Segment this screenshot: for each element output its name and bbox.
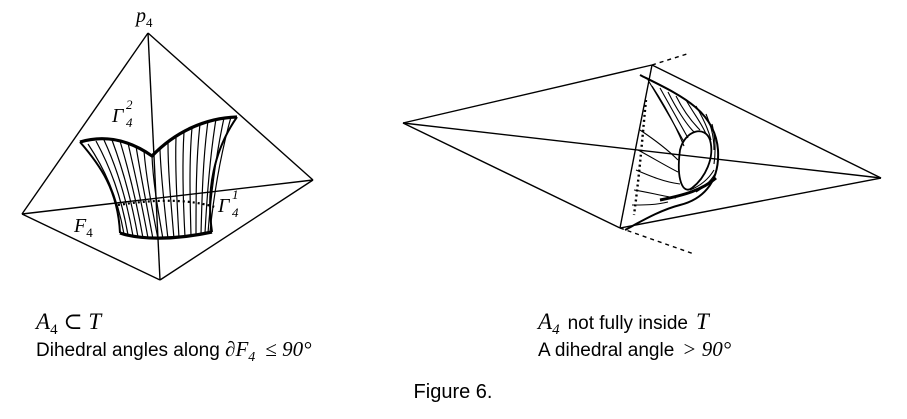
face-label-F4: F4 [73, 215, 93, 240]
surface-left-side [79, 141, 121, 234]
gamma-4-2-symbol: Γ [111, 105, 125, 127]
vertex-label-p4: p4 [134, 5, 153, 30]
right-caption-line-2: A dihedral angle> 90° [538, 337, 732, 361]
gamma-4-1-sub: 4 [232, 205, 239, 220]
surface-right-side [209, 116, 238, 233]
boundary-dotted-right [632, 99, 648, 216]
right-tetrahedron [402, 52, 882, 255]
boundary-gamma-4-2 [79, 115, 238, 159]
tetra-edge [402, 122, 621, 229]
gamma-4-2-sub: 4 [126, 115, 133, 130]
boundary-bottom [119, 230, 213, 240]
right-surface-A4 [624, 74, 720, 231]
boundary-bottom-right [659, 176, 717, 202]
label-gamma-4-1: Γ 1 4 [217, 187, 239, 220]
tetra-edge-back [21, 179, 314, 215]
tetra-edge [21, 32, 149, 215]
figure-caption: Figure 6. [414, 381, 493, 403]
tetra-edge [651, 64, 882, 179]
label-gamma-4-2: Γ 2 4 [111, 97, 133, 130]
tetra-edge-front [147, 32, 161, 281]
gamma-4-1-symbol: Γ [217, 195, 231, 217]
surface-inner-ring [678, 130, 713, 191]
left-tetrahedron [21, 32, 314, 281]
tetra-edge-front [619, 64, 653, 229]
tetra-edge [147, 32, 314, 181]
surface-rulings [87, 116, 232, 240]
tetra-edge [159, 179, 314, 281]
left-caption-text: Dihedral angles along ∂F4≤ 90° [36, 337, 312, 365]
edge-extension-dashed [651, 52, 691, 66]
left-caption-math: A4 ⊂ T [34, 309, 103, 338]
right-surface-rulings [631, 79, 717, 206]
tetra-edge [619, 177, 882, 229]
tetra-edge [402, 64, 653, 124]
left-surface-A4 [79, 115, 238, 240]
gamma-4-1-sup: 1 [232, 187, 239, 202]
tetra-edge [21, 213, 161, 281]
edge-extension-dashed [619, 227, 695, 255]
gamma-4-2-sup: 2 [126, 97, 133, 112]
